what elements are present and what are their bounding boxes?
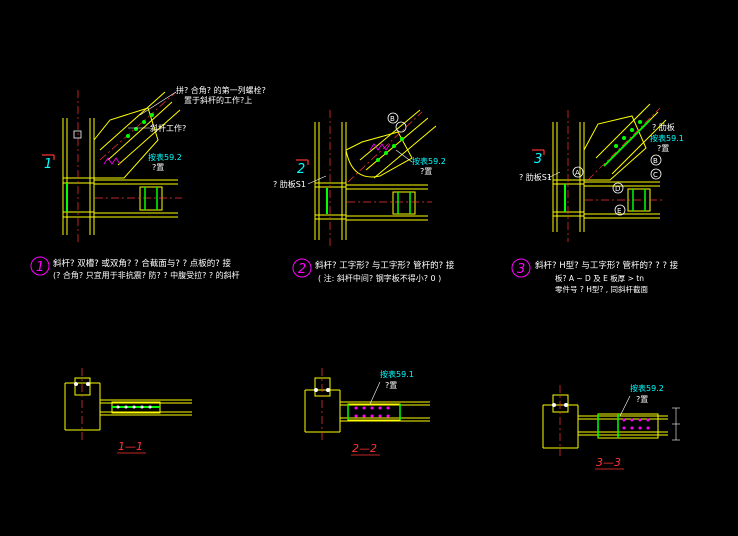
detail1-marker-number: 1 <box>44 157 52 172</box>
section11-label: 1—1 <box>118 440 143 453</box>
section33-dimension <box>672 407 680 441</box>
section33-label-place: ?置 <box>636 395 648 404</box>
section33-label: 3—3 <box>596 456 621 469</box>
detail3-caption-2: 板? A ~ D 及 E 板厚 > tn <box>555 273 644 283</box>
detail2-column <box>314 122 347 240</box>
detail1-leader-top <box>139 91 177 116</box>
detail1-brace-workline <box>99 91 177 161</box>
detail-3: 3 A B C D E ? 肋板 按表59.1 ?置 ? 肋板S1 3 斜杆? … <box>511 103 684 294</box>
detail3-gusset-plate <box>583 115 647 181</box>
detail2-caption-1: 斜杆? 工字形? 与工字形? 管杆的? 接 <box>315 260 455 271</box>
section11-bolts <box>74 382 90 386</box>
section22-green-plates <box>347 404 401 420</box>
detail2-beam <box>346 184 428 221</box>
detail2-brace-workline <box>347 111 423 183</box>
detail2-label-b2-circle <box>395 121 407 133</box>
section11-brace-bolts <box>116 405 152 409</box>
detail1-number: 1 <box>36 260 44 275</box>
detail2-label-b: B <box>390 115 395 123</box>
section22-brace-bolts <box>354 406 390 418</box>
detail2-label-place: ?置 <box>420 167 432 176</box>
section22-bolts <box>314 388 330 392</box>
detail2-leader-stiffener <box>307 175 327 185</box>
detail1-callout-top-1: 拼? 合角? 的第一列螺栓? <box>176 85 266 95</box>
section33-column <box>542 394 579 449</box>
section33-bolts <box>552 403 568 407</box>
detail3-part-b: B <box>653 157 658 165</box>
detail1-beam-stiffeners <box>144 187 158 210</box>
detail1-callout-top-2: 置于斜杆的工作?上 <box>184 95 252 105</box>
detail1-caption-1: 斜杆? 双槽? 或双角? ? 合截面与? ? 点板的? 接 <box>53 258 231 269</box>
detail2-number: 2 <box>298 262 306 277</box>
section-2-2: 按表59.1 ?置 2—2 <box>304 368 430 456</box>
detail3-part-e: E <box>617 207 621 215</box>
detail1-gusset-plate <box>93 107 159 179</box>
detail3-section-mark <box>532 149 545 155</box>
section22-brace <box>340 401 430 422</box>
detail-2: 2 B 按表59.2 ?置 ? 肋板S1 2 斜杆? 工字形? 与工字形? 管杆… <box>273 109 455 283</box>
detail1-node-square <box>73 130 82 139</box>
detail2-label-per-table: 按表59.2 <box>412 156 446 166</box>
section33-label-per-table: 按表59.2 <box>630 383 664 393</box>
section-1-1: 1—1 <box>64 368 192 454</box>
detail3-number: 3 <box>517 262 525 277</box>
detail3-leader-stiffener-left <box>547 171 561 179</box>
detail2-marker-number: 2 <box>297 162 305 177</box>
section33-brace <box>578 413 668 439</box>
detail2-label-stiffener: ? 肋板S1 <box>273 179 306 189</box>
detail3-part-a: A <box>575 169 580 177</box>
detail1-label-place: ?置 <box>152 163 164 172</box>
detail3-part-d: D <box>615 185 620 193</box>
detail1-weld-zigzag <box>103 157 121 165</box>
detail2-weld-zigzag <box>369 143 391 151</box>
detail3-beam <box>584 181 660 219</box>
section33-green-plates <box>597 414 619 438</box>
detail3-part-c: C <box>653 171 658 179</box>
detail2-leader-table <box>395 149 413 163</box>
section22-leader <box>369 381 381 405</box>
section33-leader <box>619 395 631 417</box>
detail2-number-circle <box>292 258 312 278</box>
section11-column <box>64 377 101 431</box>
detail1-beam <box>94 179 178 218</box>
detail2-caption-2: ( 注: 斜杆中间? 钢字板不得小? 0 ) <box>318 273 441 283</box>
detail3-label-stiffener-left: ? 肋板S1 <box>519 172 552 182</box>
detail1-label-work-line: 斜杆工作? <box>150 123 186 133</box>
detail3-marker-number: 3 <box>534 152 542 167</box>
detail3-caption-1: 斜杆? H型? 与工字形? 管杆的? ? ? 接 <box>535 260 679 271</box>
detail-1: 1 拼? 合角? 的第一列螺栓? 置于斜杆的工作?上 斜杆工作? 按表59.2 … <box>30 85 266 280</box>
detail3-label-stiffener-top: ? 肋板 <box>652 122 675 132</box>
detail1-label-per-table: 按表59.2 <box>148 152 182 162</box>
section22-column <box>304 377 341 433</box>
detail2-bolts <box>376 137 404 162</box>
section22-label-per-table: 按表59.1 <box>380 369 414 379</box>
detail1-caption-2: (? 合角? 只宜用于非抗震? 防? ? 中腹受拉? ? 的斜杆 <box>53 270 240 280</box>
detail3-caption-3: 零件号 ? H型? , 同斜杆截面 <box>555 284 649 294</box>
detail3-beam-stiffeners <box>632 189 646 211</box>
section22-label-place: ?置 <box>385 381 397 390</box>
section33-brace-bolts <box>622 418 650 430</box>
section-3-3: 按表59.2 ?置 3—3 <box>542 383 680 470</box>
detail3-label-place: ?置 <box>657 144 669 153</box>
detail3-brace-green <box>603 119 651 167</box>
detail3-number-circle <box>511 258 531 278</box>
detail1-column <box>62 118 95 235</box>
detail3-brace-workline <box>587 107 661 181</box>
detail2-beam-stiffeners <box>397 192 411 214</box>
detail2-section-mark <box>296 159 309 165</box>
detail1-brace <box>99 91 181 166</box>
detail1-section-mark <box>42 154 55 160</box>
detail3-label-per-table: 按表59.1 <box>650 133 684 143</box>
detail2-brace <box>359 109 437 179</box>
detail1-number-circle <box>30 256 50 276</box>
detail3-bolts <box>614 120 642 148</box>
detail2-label-b-circle <box>387 112 399 124</box>
section22-label: 2—2 <box>352 442 377 455</box>
detail3-part-circles <box>572 154 662 216</box>
